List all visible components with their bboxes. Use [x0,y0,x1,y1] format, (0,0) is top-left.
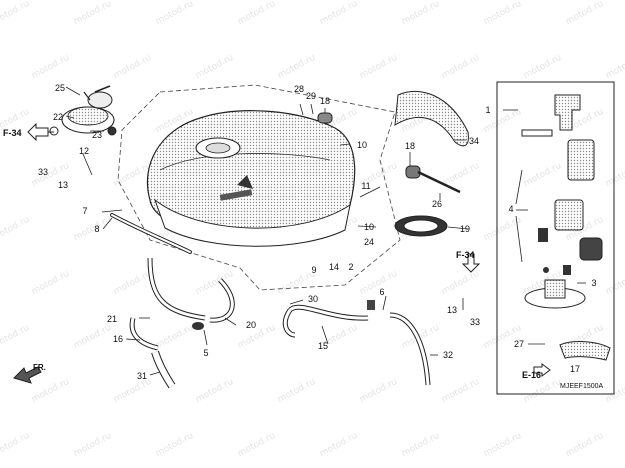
callout-13-top: 13 [58,180,68,190]
callout-18-top: 18 [320,96,330,106]
callout-3: 3 [591,278,596,288]
callout-2: 2 [348,262,353,272]
pump-assembly-frame [496,81,615,395]
callout-9: 9 [311,265,316,275]
leader-lines [65,86,586,376]
callout-10-bottom: 10 [364,222,374,232]
callout-6: 6 [379,287,384,297]
callout-16: 16 [113,334,123,344]
callout-23: 23 [92,130,102,140]
callout-22: 22 [53,112,63,122]
mount-rubber [405,165,421,179]
callout-12: 12 [79,146,89,156]
front-label: FR. [33,363,46,372]
tank-outline-box [117,84,401,291]
callout-10-top: 10 [357,140,367,150]
callout-27: 27 [514,339,524,349]
callout-17: 17 [570,364,580,374]
side-cover [394,90,469,147]
callout-26: 26 [432,199,442,209]
pump-gasket [394,215,448,237]
section-ref-e16: E-16 [522,370,541,380]
drawing-code: MJEEF1500A [560,383,604,390]
ref-arrow-f34-left [27,122,54,142]
fuel-cap [49,85,117,136]
callout-28: 28 [294,84,304,94]
callout-19: 19 [460,224,470,234]
callout-1: 1 [485,105,490,115]
callout-34: 34 [469,136,479,146]
callout-29: 29 [306,91,316,101]
ref-arrow-f34-right [461,253,481,273]
callout-13-bottom: 13 [447,305,457,315]
callout-20: 20 [246,320,256,330]
callout-4: 4 [508,204,513,214]
fuel-tank [146,110,356,247]
section-ref-f34-left: F-34 [3,128,22,138]
callout-32: 32 [443,350,453,360]
mount-bolt [417,170,461,194]
callout-25: 25 [55,83,65,93]
fuel-pump-parts [521,94,611,361]
callout-11: 11 [361,181,370,191]
mount-rubber-top [317,112,333,124]
callout-5: 5 [203,348,208,358]
callout-33-top: 33 [38,167,48,177]
breather-hoses [129,257,235,389]
callout-18-right: 18 [405,141,415,151]
callout-21: 21 [107,314,117,324]
callout-14: 14 [329,262,339,272]
vent-hoses [282,300,431,386]
front-arrow [13,366,42,384]
section-ref-f34-right: F-34 [456,250,475,260]
callout-7: 7 [82,206,87,216]
callout-31: 31 [137,371,147,381]
callout-8: 8 [94,224,99,234]
callout-15: 15 [318,341,328,351]
callout-24: 24 [364,237,374,247]
ref-arrow-e16 [533,363,551,377]
callout-30: 30 [308,294,318,304]
callout-33-bottom: 33 [470,317,480,327]
